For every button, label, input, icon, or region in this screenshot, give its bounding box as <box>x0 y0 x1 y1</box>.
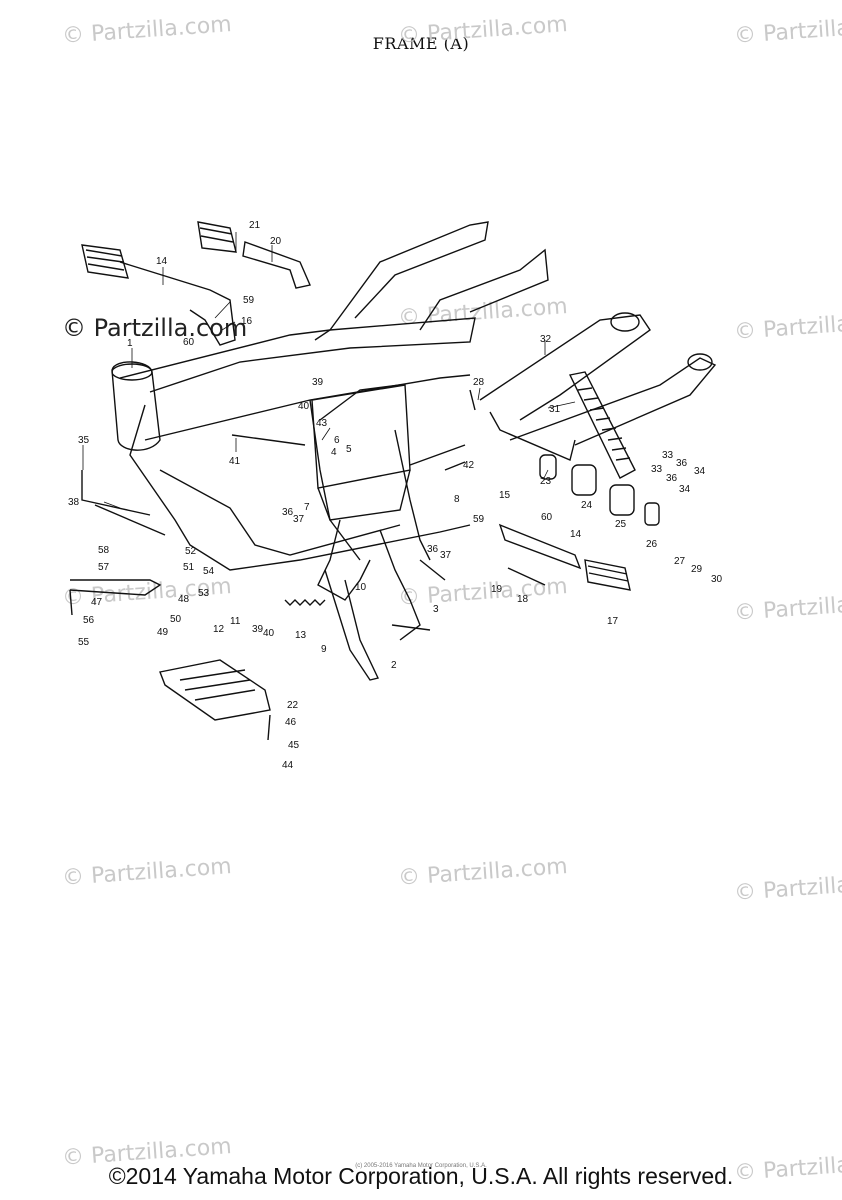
callout-29: 29 <box>691 564 703 575</box>
callout-2: 2 <box>391 660 397 671</box>
callout-15: 15 <box>499 490 511 501</box>
callout-46: 46 <box>285 717 297 728</box>
callout-59b: 59 <box>473 514 485 525</box>
callout-40a: 40 <box>298 401 310 412</box>
callout-41: 41 <box>229 456 241 467</box>
callout-36a: 36 <box>676 458 688 469</box>
watermark-dark: © Partzilla.com <box>62 314 248 342</box>
callout-33b: 33 <box>651 464 663 475</box>
callout-54: 54 <box>203 566 215 577</box>
callout-7: 7 <box>304 502 310 513</box>
callout-37b: 37 <box>440 550 452 561</box>
callout-31: 31 <box>549 404 561 415</box>
callout-1: 1 <box>127 338 133 349</box>
callout-24: 24 <box>581 500 593 511</box>
callout-8: 8 <box>454 494 460 505</box>
callout-32: 32 <box>540 334 552 345</box>
callout-40b: 40 <box>263 628 275 639</box>
callout-57: 57 <box>98 562 110 573</box>
callout-28: 28 <box>473 377 485 388</box>
callout-55: 55 <box>78 637 90 648</box>
callout-52: 52 <box>185 546 197 557</box>
callout-47: 47 <box>91 597 103 608</box>
callout-27: 27 <box>674 556 686 567</box>
callout-14a: 14 <box>156 256 168 267</box>
callout-37a: 37 <box>293 514 305 525</box>
callout-9: 9 <box>321 644 327 655</box>
callout-35: 35 <box>78 435 90 446</box>
callout-13: 13 <box>295 630 307 641</box>
callout-6: 6 <box>334 435 340 446</box>
callout-33a: 33 <box>662 450 674 461</box>
callout-34b: 34 <box>679 484 691 495</box>
callout-17: 17 <box>607 616 619 627</box>
callout-49: 49 <box>157 627 169 638</box>
callout-39b: 39 <box>252 624 264 635</box>
callout-38: 38 <box>68 497 80 508</box>
callout-14b: 14 <box>570 529 582 540</box>
callout-36c: 36 <box>282 507 294 518</box>
callout-51: 51 <box>183 562 195 573</box>
callout-10: 10 <box>355 582 367 593</box>
callout-16: 16 <box>241 316 253 327</box>
callout-26: 26 <box>646 539 658 550</box>
callout-53: 53 <box>198 588 210 599</box>
frame-drawing <box>69 221 717 741</box>
callout-20: 20 <box>270 236 282 247</box>
callout-23: 23 <box>540 476 552 487</box>
callout-34a: 34 <box>694 466 706 477</box>
callout-11: 11 <box>230 616 241 627</box>
diagram-title: FRAME (A) <box>372 34 470 53</box>
callout-45: 45 <box>288 740 300 751</box>
callout-12: 12 <box>213 624 225 635</box>
callout-numbers: 1 2 3 4 5 6 7 8 9 10 11 12 13 14 14 15 1… <box>68 220 723 771</box>
callout-36b: 36 <box>666 473 678 484</box>
callout-42: 42 <box>463 460 475 471</box>
callout-60a: 60 <box>183 337 195 348</box>
callout-44: 44 <box>282 760 294 771</box>
leader-lines <box>82 232 576 509</box>
callout-58: 58 <box>98 545 110 556</box>
callout-25: 25 <box>615 519 627 530</box>
callout-21: 21 <box>249 220 261 231</box>
callout-30: 30 <box>711 574 723 585</box>
callout-59a: 59 <box>243 295 255 306</box>
small-copyright: (c) 2005-2016 Yamaha Motor Corporation, … <box>355 1163 487 1169</box>
callout-56: 56 <box>83 615 95 626</box>
callout-48: 48 <box>178 594 190 605</box>
callout-4: 4 <box>331 447 337 458</box>
copyright-footer: ©2014 Yamaha Motor Corporation, U.S.A. A… <box>108 1163 734 1189</box>
callout-18: 18 <box>517 594 529 605</box>
callout-50: 50 <box>170 614 182 625</box>
callout-19: 19 <box>491 584 503 595</box>
callout-22: 22 <box>287 700 299 711</box>
callout-3: 3 <box>433 604 439 615</box>
callout-60b: 60 <box>541 512 553 523</box>
callout-5: 5 <box>346 444 352 455</box>
callout-39a: 39 <box>312 377 324 388</box>
callout-43: 43 <box>316 418 328 429</box>
callout-36d: 36 <box>427 544 439 555</box>
